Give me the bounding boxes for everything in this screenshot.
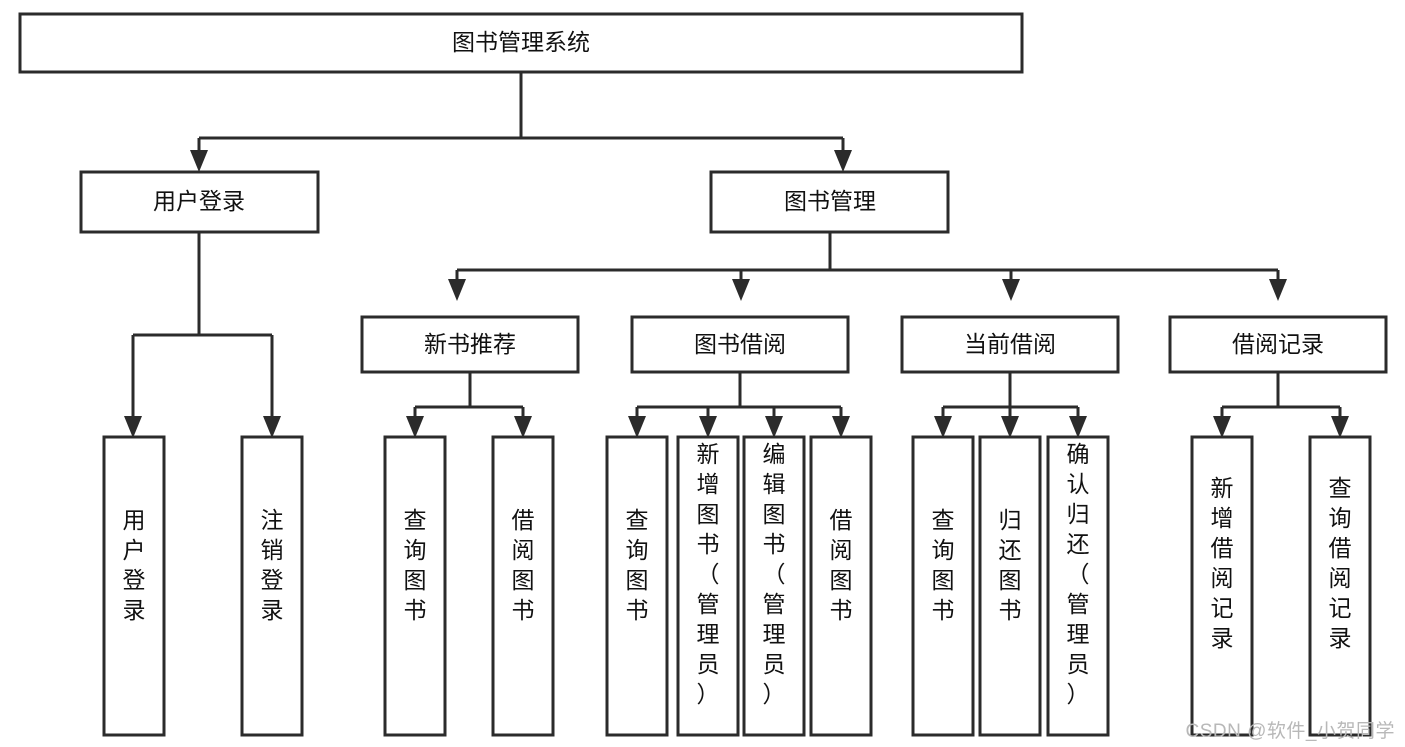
node-leaf-edit-book-admin-label: 编辑图书（管理员）	[763, 441, 786, 707]
node-book-management[interactable]: 图书管理	[709, 170, 950, 234]
node-borrow-records[interactable]: 借阅记录	[1168, 315, 1388, 374]
node-leaf-add-borrow-record-label: 新增借阅记录	[1211, 475, 1234, 651]
node-leaf-borrow-book-2[interactable]: 借阅图书	[809, 435, 873, 737]
node-current-borrow[interactable]: 当前借阅	[900, 315, 1120, 374]
node-leaf-add-book-admin-label: 新增图书（管理员）	[697, 441, 720, 707]
connector-root-to-level1	[190, 72, 852, 172]
connector-book-borrow-children	[628, 372, 850, 438]
node-leaf-add-book-admin[interactable]: 新增图书（管理员）	[676, 435, 740, 737]
node-leaf-borrow-book-1[interactable]: 借阅图书	[491, 435, 555, 737]
node-leaf-query-book-1[interactable]: 查询图书	[383, 435, 447, 737]
node-leaf-logout[interactable]: 注销登录	[240, 435, 304, 737]
node-new-book-recommend-label: 新书推荐	[424, 331, 516, 357]
connector-current-borrow-children	[934, 372, 1087, 438]
node-book-management-label: 图书管理	[784, 188, 876, 214]
node-leaf-add-borrow-record[interactable]: 新增借阅记录	[1190, 435, 1254, 737]
connector-new-book-children	[406, 372, 532, 438]
node-leaf-user-login[interactable]: 用户登录	[102, 435, 166, 737]
node-current-borrow-label: 当前借阅	[964, 331, 1056, 357]
node-leaf-edit-book-admin[interactable]: 编辑图书（管理员）	[742, 435, 806, 737]
connector-book-management-children	[448, 232, 1287, 301]
node-root-label: 图书管理系统	[452, 29, 590, 55]
node-leaf-query-book-1-label: 查询图书	[404, 507, 427, 623]
node-leaf-user-login-label: 用户登录	[123, 507, 146, 623]
node-leaf-query-book-2-label: 查询图书	[626, 507, 649, 623]
node-leaf-return-book-label: 归还图书	[999, 507, 1022, 623]
node-leaf-confirm-return-admin-label: 确认归还（管理员）	[1067, 441, 1090, 707]
node-user-login[interactable]: 用户登录	[79, 170, 320, 234]
node-leaf-logout-label: 注销登录	[261, 507, 284, 623]
node-leaf-return-book[interactable]: 归还图书	[978, 435, 1042, 737]
connector-borrow-records-children	[1213, 372, 1349, 438]
node-book-borrow-label: 图书借阅	[694, 331, 786, 357]
node-leaf-query-book-3-label: 查询图书	[932, 507, 955, 623]
node-leaf-borrow-book-1-label: 借阅图书	[512, 507, 535, 623]
connector-user-login-children	[124, 232, 281, 438]
node-leaf-confirm-return-admin[interactable]: 确认归还（管理员）	[1046, 435, 1110, 737]
node-root-system[interactable]: 图书管理系统	[18, 12, 1024, 74]
node-leaf-query-borrow-record[interactable]: 查询借阅记录	[1308, 435, 1372, 737]
node-new-book-recommend[interactable]: 新书推荐	[360, 315, 580, 374]
node-leaf-borrow-book-2-label: 借阅图书	[830, 507, 853, 623]
node-book-borrow[interactable]: 图书借阅	[630, 315, 850, 374]
node-leaf-query-book-2[interactable]: 查询图书	[605, 435, 669, 737]
node-leaf-query-book-3[interactable]: 查询图书	[911, 435, 975, 737]
node-user-login-label: 用户登录	[153, 188, 245, 214]
node-leaf-query-borrow-record-label: 查询借阅记录	[1329, 475, 1352, 651]
node-borrow-records-label: 借阅记录	[1232, 331, 1324, 357]
